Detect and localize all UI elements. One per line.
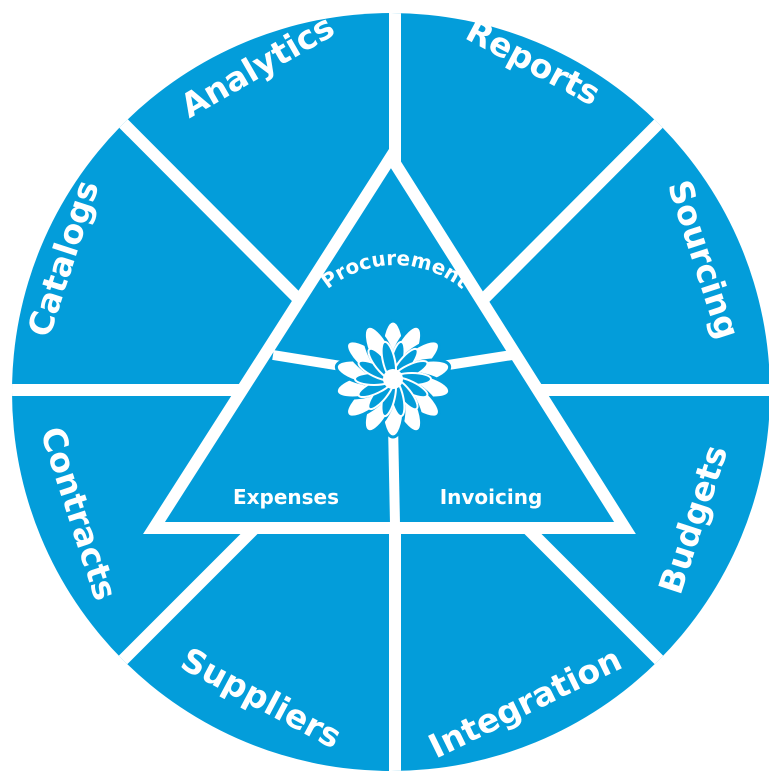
flower-icon bbox=[334, 319, 452, 439]
inner-label-expenses: Expenses bbox=[233, 485, 339, 509]
inner-label-invoicing: Invoicing bbox=[440, 485, 543, 509]
